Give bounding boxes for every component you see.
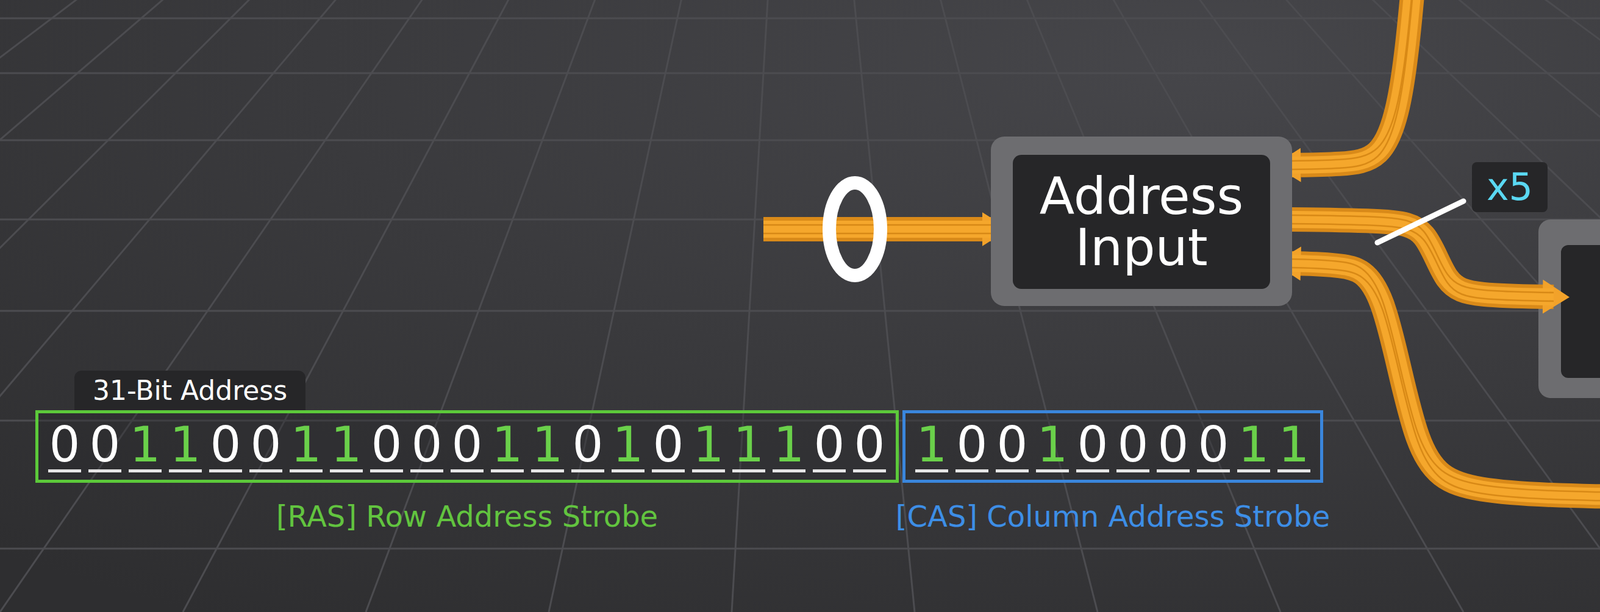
grid-line	[0, 0, 800, 612]
address-input-block: Address Input	[990, 136, 1293, 307]
address-bit: 1	[1237, 420, 1271, 473]
block-face	[1560, 245, 1600, 379]
grid-line	[800, 0, 1600, 612]
wire-strand-gap	[1289, 0, 1414, 161]
address-bit: 0	[571, 420, 605, 473]
grid-line	[182, 0, 800, 612]
address-bit: 1	[692, 420, 725, 473]
grid-line	[0, 0, 800, 612]
column-strobe-label: [CAS] Column Address Strobe	[895, 499, 1330, 535]
grid-line	[800, 0, 1600, 612]
clock-ring	[829, 182, 881, 276]
row-bits-box: 001100110001101011100	[35, 410, 899, 483]
address-bit: 0	[651, 420, 685, 473]
grid-line	[0, 139, 1600, 142]
address-bit: 1	[128, 420, 162, 473]
grid-line	[800, 0, 1600, 612]
grid-line	[800, 0, 1600, 612]
grid-line	[0, 0, 800, 612]
grid-line	[0, 0, 800, 612]
address-bit: 1	[1035, 420, 1069, 473]
grid-line	[0, 0, 800, 612]
grid-line	[800, 0, 1600, 612]
address-tab: 31-Bit Address	[74, 370, 306, 411]
address-bit: 1	[732, 420, 766, 473]
row-strobe-label: [RAS] Row Address Strobe	[276, 499, 658, 535]
wire-bundle	[1289, 259, 1600, 502]
grid-line	[800, 0, 1600, 612]
grid-line	[800, 0, 1600, 612]
wire-base	[1289, 263, 1600, 497]
address-bit: 0	[370, 420, 404, 473]
address-bit: 0	[48, 420, 82, 473]
address-bit: 1	[915, 420, 949, 473]
wire-strand-gap	[1289, 0, 1414, 170]
bus-width-tag: x5	[1471, 162, 1548, 213]
address-bit: 1	[531, 420, 565, 473]
wire-strand-gap	[1289, 267, 1600, 502]
grid-line	[800, 0, 1600, 612]
grid-line	[0, 0, 800, 612]
grid-line	[731, 0, 800, 612]
node-text: 31-Bit Address	[92, 375, 288, 408]
address-bit: 0	[1116, 420, 1150, 473]
grid-line	[0, 0, 800, 612]
address-bit: 0	[1196, 420, 1230, 473]
address-bit: 1	[611, 420, 645, 473]
address-bit: 0	[812, 420, 846, 473]
grid-line	[800, 0, 1600, 612]
address-bit: 0	[955, 420, 989, 473]
address-bit: 1	[168, 420, 202, 473]
wire-base	[1289, 0, 1414, 166]
node-text: Address Input	[1039, 170, 1244, 274]
grid-line	[800, 0, 1600, 612]
wire-strand-gap	[1289, 259, 1600, 493]
grid-line	[800, 0, 1600, 612]
node-text: x5	[1486, 164, 1533, 210]
address-bit: 0	[88, 420, 122, 473]
address-bit: 0	[209, 420, 243, 473]
address-bit: 0	[249, 420, 283, 473]
address-bit: 1	[490, 420, 524, 473]
grid-line	[0, 0, 800, 612]
grid-line	[0, 17, 1600, 20]
column-bits-box: 1001000011	[902, 410, 1324, 483]
address-bit: 0	[995, 420, 1029, 473]
address-bit: 0	[853, 420, 886, 473]
address-bit: 1	[329, 420, 363, 473]
wire-bundle	[1289, 0, 1414, 170]
address-bit: 1	[289, 420, 323, 473]
grid-line	[800, 0, 1600, 612]
grid-line	[800, 0, 1600, 612]
grid-line	[0, 0, 800, 612]
grid-line	[0, 72, 1600, 75]
address-bit: 0	[1076, 420, 1110, 473]
address-bit: 0	[450, 420, 484, 473]
grid-line	[0, 0, 800, 612]
grid-line	[0, 0, 800, 612]
address-bit: 1	[1277, 420, 1311, 473]
grid-line	[0, 548, 1600, 550]
block-face: Address Input	[1012, 154, 1271, 290]
grid-line	[0, 0, 800, 612]
address-bit: 1	[772, 420, 806, 473]
grid-line	[0, 0, 800, 612]
grid-line	[0, 0, 800, 612]
address-bit: 0	[410, 420, 444, 473]
grid-line	[0, 310, 1600, 313]
grid-line	[800, 0, 1600, 612]
wire-strands	[1289, 263, 1600, 497]
address-bit: 0	[1156, 420, 1190, 473]
grid-line	[800, 0, 1464, 612]
wire-strands	[1289, 0, 1414, 166]
grid-line	[0, 0, 800, 612]
bus-slash	[1377, 201, 1464, 243]
grid-line	[800, 0, 1600, 612]
